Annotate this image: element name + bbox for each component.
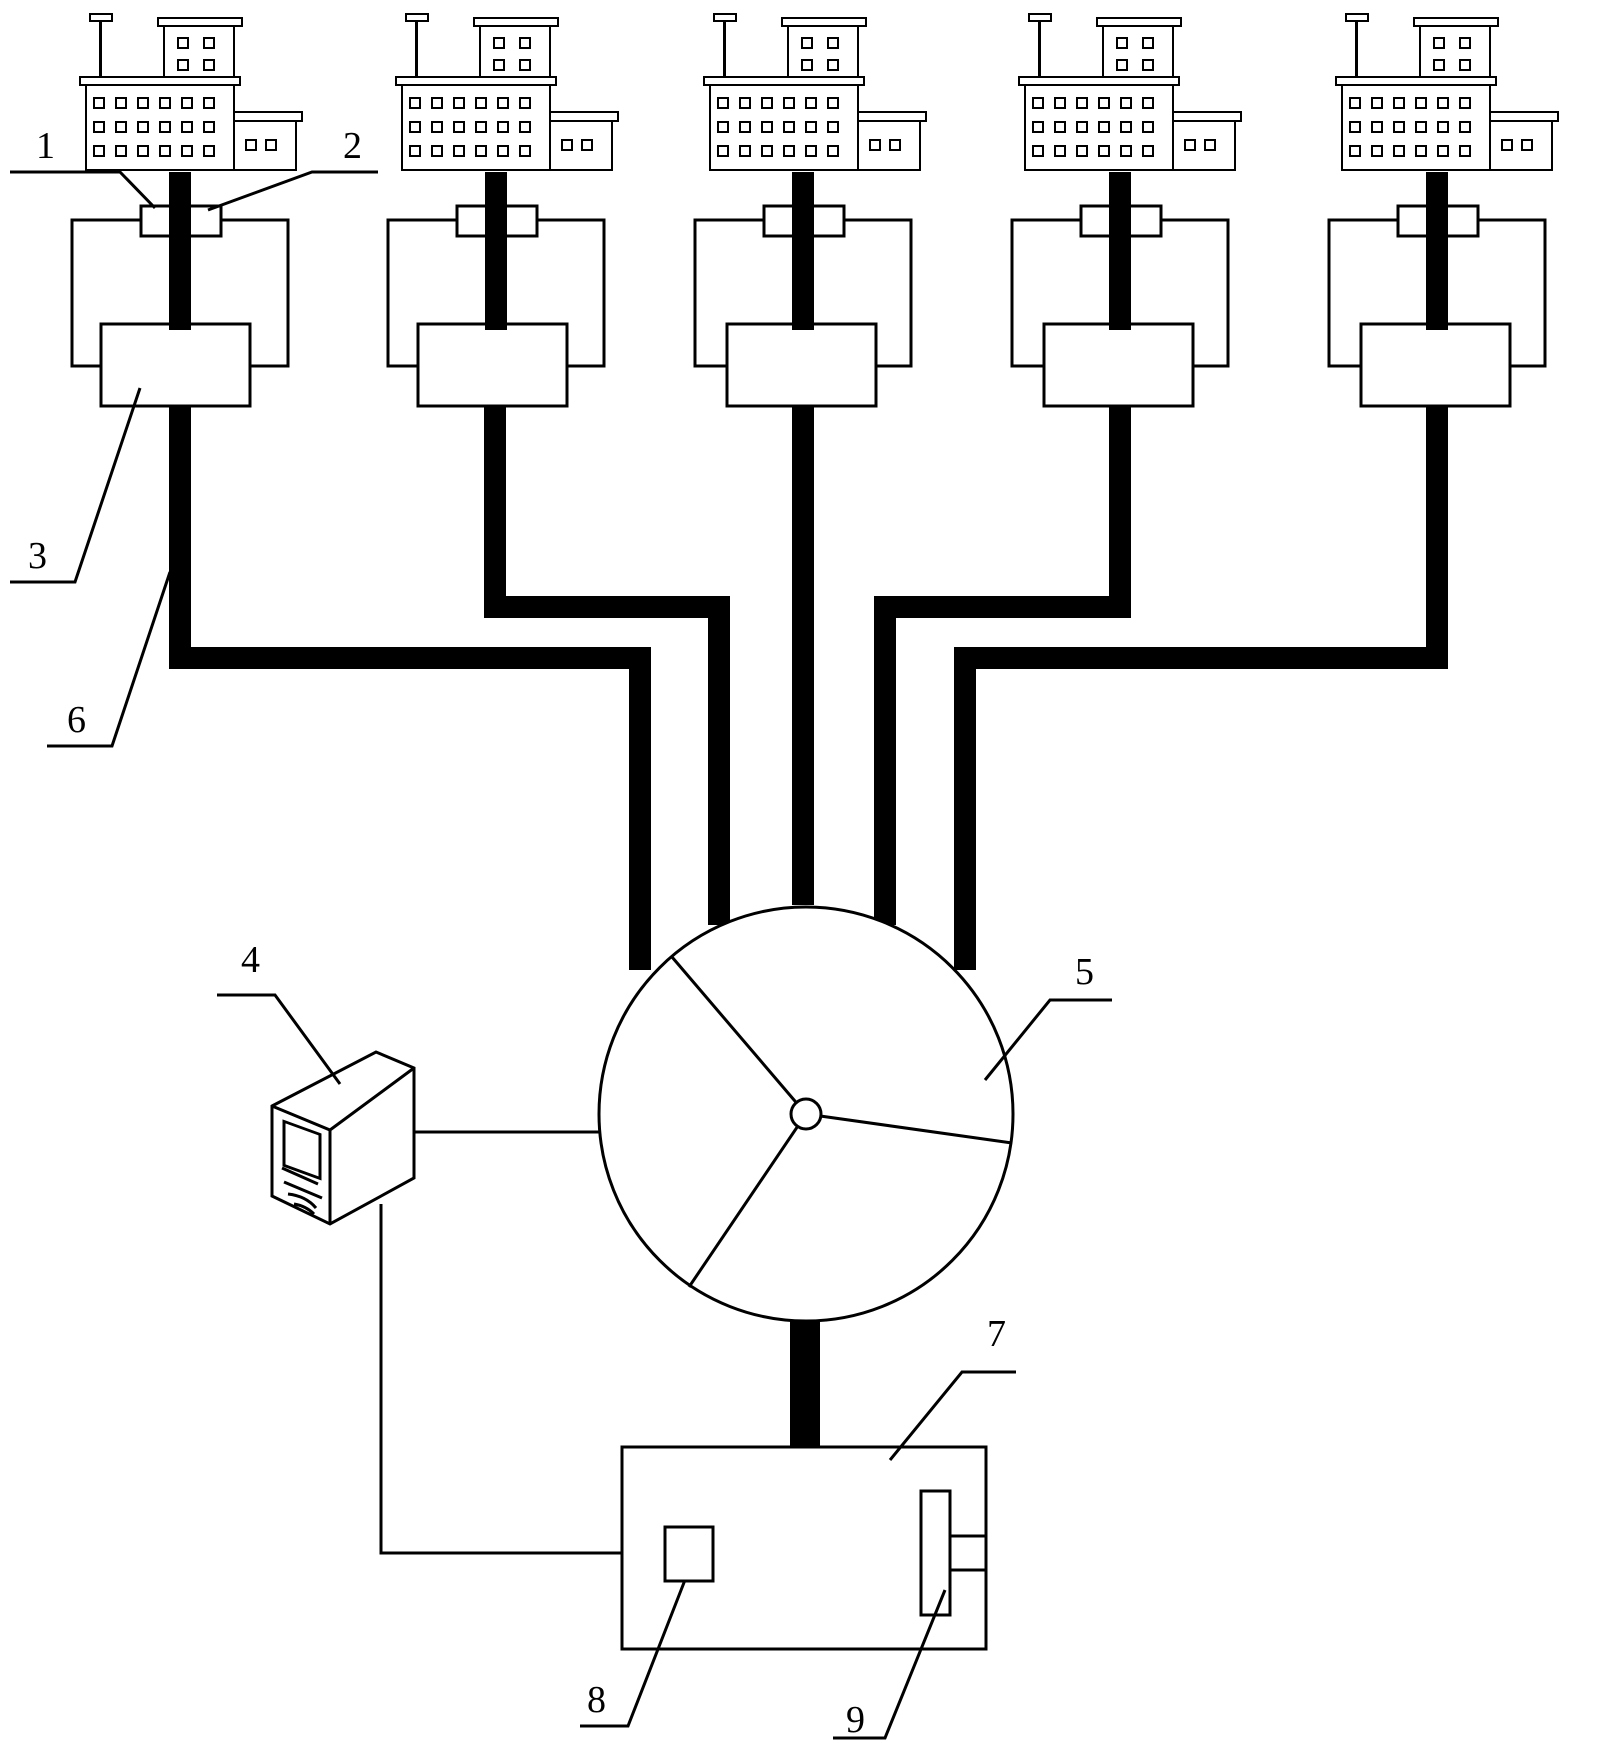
controller-box xyxy=(620,1445,988,1651)
label-7: 7 xyxy=(987,1313,1006,1355)
label-1: 1 xyxy=(36,125,55,167)
label-3: 3 xyxy=(28,535,47,577)
label-9: 9 xyxy=(846,1699,865,1741)
building-2 xyxy=(395,13,619,171)
label-8: 8 xyxy=(587,1679,606,1721)
computer-controller-link xyxy=(379,1204,622,1555)
metering-unit-1 xyxy=(70,172,290,408)
pipes xyxy=(169,406,1448,1447)
label-6: 6 xyxy=(67,699,86,741)
label-5: 5 xyxy=(1075,951,1094,993)
metering-unit-4 xyxy=(1010,172,1230,408)
metering-unit-5 xyxy=(1327,172,1547,408)
computer-icon xyxy=(270,1050,416,1226)
building-3 xyxy=(703,13,927,171)
leader-lines xyxy=(10,170,1112,1740)
concentrator-hub xyxy=(597,905,1015,1323)
label-4: 4 xyxy=(241,939,260,981)
metering-unit-2 xyxy=(386,172,606,408)
label-2: 2 xyxy=(343,125,362,167)
metering-unit-3 xyxy=(693,172,913,408)
building-5 xyxy=(1335,13,1559,171)
building-1 xyxy=(79,13,303,171)
building-4 xyxy=(1018,13,1242,171)
